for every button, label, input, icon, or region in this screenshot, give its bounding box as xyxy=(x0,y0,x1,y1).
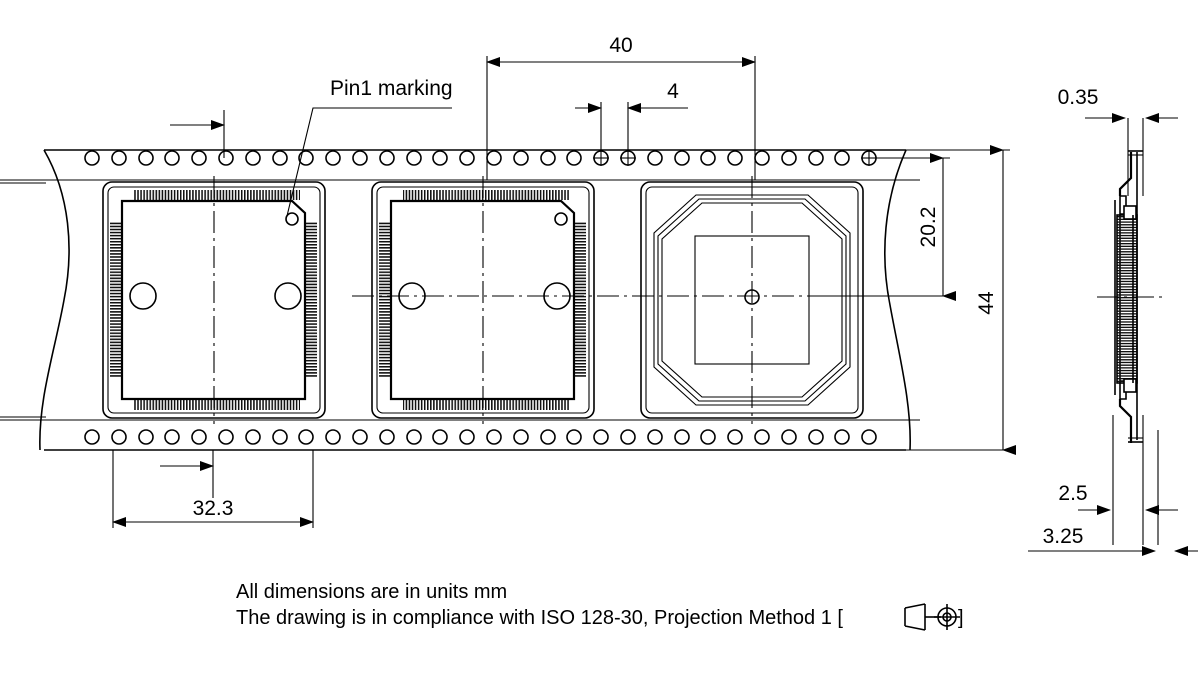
package-cross-section xyxy=(1116,205,1138,393)
tape-body xyxy=(39,149,912,451)
pocket-band-lines xyxy=(0,179,920,421)
dimension-3-25: 3.25 xyxy=(1028,525,1198,556)
pin1-marking-dot-2 xyxy=(554,212,568,226)
note-line-2: The drawing is in compliance with ISO 12… xyxy=(236,607,843,629)
dimension-20-2-label: 20.2 xyxy=(917,207,940,248)
dimension-40-label: 40 xyxy=(609,34,632,57)
dimension-0-35: 0.35 xyxy=(1058,86,1178,123)
plan-view xyxy=(0,149,920,451)
pocket-1 xyxy=(102,176,326,424)
section-view: 0.35 2.5 3.25 xyxy=(1028,86,1198,556)
sprocket-holes-bottom xyxy=(84,429,877,445)
notes-block: All dimensions are in units mm The drawi… xyxy=(236,581,964,631)
note-line-2-close: ] xyxy=(958,607,964,629)
dimension-0-35-label: 0.35 xyxy=(1058,86,1099,109)
pin1-marking-dot-1 xyxy=(285,212,299,226)
dimension-40: 40 xyxy=(486,34,756,180)
break-line-left xyxy=(39,149,70,451)
dimension-20-2: 20.2 xyxy=(820,153,956,301)
dimension-3-25-label: 3.25 xyxy=(1043,525,1084,548)
pocket-2 xyxy=(371,176,595,424)
note-line-1: All dimensions are in units mm xyxy=(236,581,507,603)
dimension-2-5-label: 2.5 xyxy=(1058,482,1087,505)
break-line-right xyxy=(884,149,912,451)
dimension-32-3: 32.3 xyxy=(112,450,314,528)
pin1-direction-arrow-top xyxy=(170,110,225,158)
pocket-3-empty-cavity xyxy=(640,176,864,424)
pin1-marking-callout: Pin1 marking xyxy=(286,77,453,217)
dimension-2-5: 2.5 xyxy=(1058,482,1178,515)
dimension-32-3-label: 32.3 xyxy=(193,497,234,520)
pin1-marking-label: Pin1 marking xyxy=(330,77,453,100)
first-angle-projection-icon xyxy=(904,603,960,631)
dimension-44-label: 44 xyxy=(975,291,998,315)
dimension-4: 4 xyxy=(575,80,688,152)
dimension-4-label: 4 xyxy=(667,80,679,103)
sprocket-holes-top xyxy=(84,150,877,166)
dimension-44: 44 xyxy=(894,145,1016,455)
